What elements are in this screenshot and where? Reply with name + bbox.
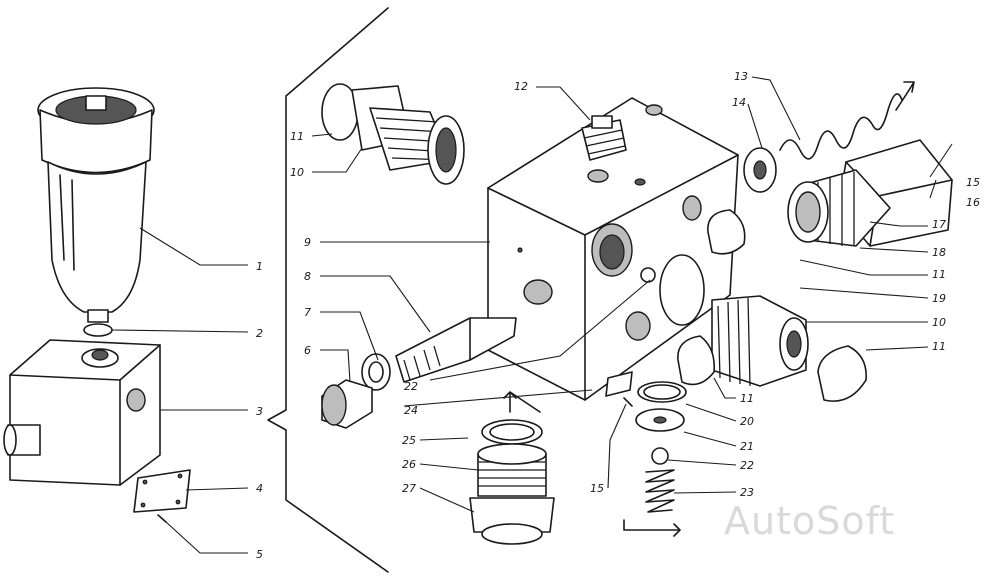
cap-lower: [677, 335, 716, 386]
ring-25: [481, 419, 543, 445]
washer-14: [743, 147, 777, 193]
callout-9: 9: [304, 236, 311, 249]
callout-21: 21: [740, 440, 754, 453]
plate-24: [605, 371, 633, 397]
cap-upper-right: [707, 209, 746, 255]
callout-labels: 1 2 3 4 5 6 7 8 9 10 11 12 13 14 15 16 1…: [256, 70, 980, 561]
callout-13: 13: [734, 70, 748, 83]
plug-6: [321, 379, 373, 429]
callout-19: 19: [932, 292, 946, 305]
callout-4: 4: [256, 482, 263, 495]
callout-20: 20: [740, 415, 754, 428]
fitting-26: [477, 443, 547, 497]
callout-14: 14: [732, 96, 746, 109]
watermark-text: AutoSoft: [724, 499, 895, 543]
cap-right: [817, 345, 867, 402]
hex-cap: [787, 139, 953, 247]
upper-fitting: [321, 83, 465, 185]
callout-10b: 10: [932, 316, 946, 329]
top-plug: [581, 115, 627, 161]
washer-7: [361, 353, 391, 391]
callout-22b: 22: [740, 459, 754, 472]
callout-8: 8: [304, 270, 311, 283]
right-fitting: [711, 295, 809, 387]
gasket-plate: [133, 469, 191, 513]
shaft-8: [395, 317, 517, 383]
callout-2: 2: [256, 327, 263, 340]
pin: [157, 514, 167, 523]
seal-ring-20: [637, 381, 687, 403]
flow-arrow-left-bottom: [623, 519, 681, 537]
callout-5: 5: [256, 548, 263, 561]
callout-11b: 11: [932, 268, 946, 281]
callout-27: 27: [402, 482, 416, 495]
callout-12: 12: [514, 80, 528, 93]
ball-22: [651, 447, 669, 465]
seal-ring: [83, 323, 113, 337]
callout-17: 17: [932, 218, 946, 231]
filter-bowl: [37, 87, 155, 323]
callout-11a: 11: [290, 130, 304, 143]
disc-21: [635, 408, 685, 432]
pin-15: [623, 397, 633, 407]
nut-27: [469, 497, 555, 545]
group-bracket: [267, 7, 389, 573]
callout-24: 24: [404, 404, 418, 417]
callout-22a: 22: [404, 380, 418, 393]
callout-15a: 15: [966, 176, 980, 189]
callout-25: 25: [402, 434, 416, 447]
callout-16: 16: [966, 196, 980, 209]
base-block: [3, 339, 161, 486]
spring-upper: [779, 93, 903, 160]
callout-10a: 10: [290, 166, 304, 179]
callout-23: 23: [740, 486, 754, 499]
callout-3: 3: [256, 405, 263, 418]
callout-11d: 11: [740, 392, 754, 405]
callout-26: 26: [402, 458, 416, 471]
flow-arrow-bottom: [503, 391, 541, 413]
callout-11c: 11: [932, 340, 946, 353]
callout-18: 18: [932, 246, 946, 259]
flow-arrow-upper-right: [895, 81, 915, 111]
spring-23: [645, 469, 675, 513]
callout-15b: 15: [590, 482, 604, 495]
callout-6: 6: [304, 344, 311, 357]
leader-lines: [111, 76, 953, 554]
callout-7: 7: [304, 306, 311, 319]
callout-1: 1: [256, 260, 263, 273]
